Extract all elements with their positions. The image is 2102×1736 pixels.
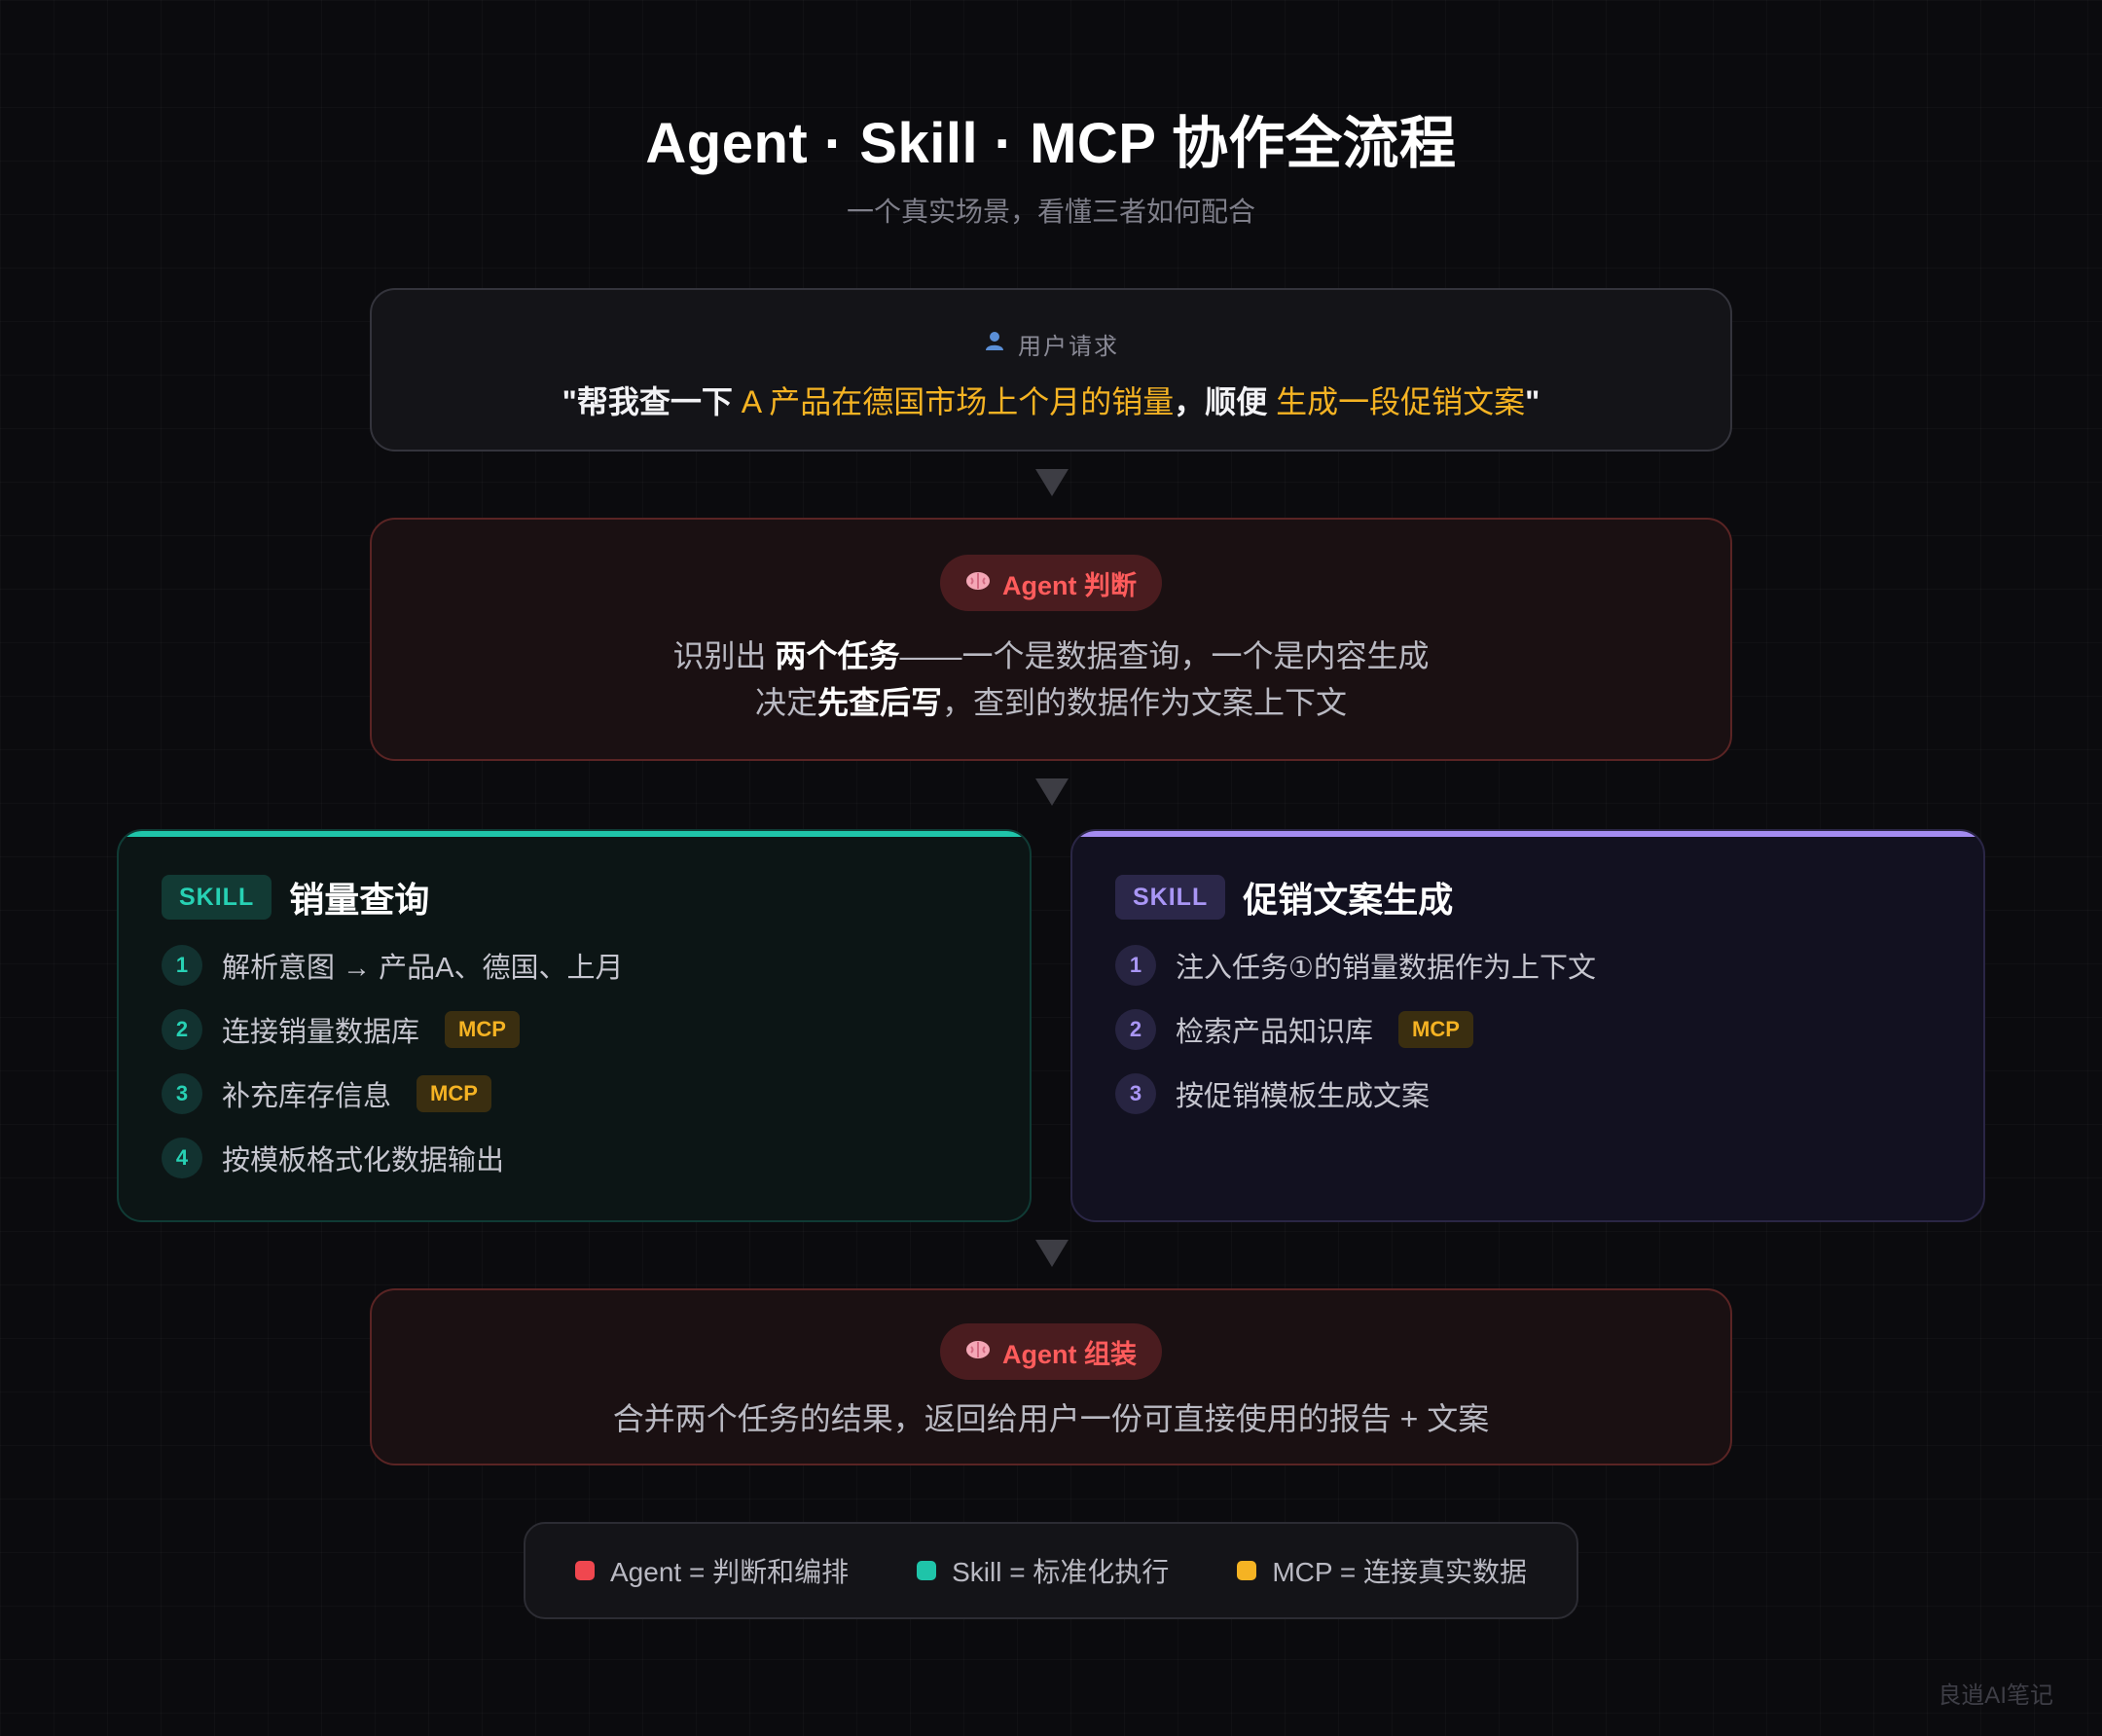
judge-line2-post: ，查到的数据作为文案上下文 (942, 685, 1348, 720)
agent-assemble-label: Agent 组装 (1002, 1339, 1137, 1369)
step-text: 补充库存信息 (222, 1081, 392, 1112)
user-icon (983, 329, 1006, 359)
step-number: 4 (162, 1138, 202, 1178)
skill-copy-steps: 1 注入任务①的销量数据作为上下文 2 检索产品知识库 MCP 3 按促销模板生… (1115, 942, 1596, 1117)
page-title: Agent · Skill · MCP 协作全流程 (645, 112, 1457, 175)
agent-judge-pill: Agent 判断 (940, 555, 1162, 611)
legend-dot-agent (575, 1561, 595, 1580)
flow-arrow-2 (1035, 778, 1069, 806)
skill-copy-tag: SKILL (1115, 875, 1226, 920)
quote-highlight-sales: A 产品在德国市场上个月的销量 (741, 384, 1175, 419)
step-text: 连接销量数据库 (222, 1017, 420, 1048)
step-text: 解析意图 → 产品A、德国、上月 (222, 953, 624, 984)
step-text: 注入任务①的销量数据作为上下文 (1176, 953, 1596, 984)
step-number: 3 (1115, 1073, 1156, 1114)
mcp-badge: MCP (1398, 1011, 1473, 1048)
step-number: 1 (162, 945, 202, 986)
legend-label-mcp: MCP = 连接真实数据 (1272, 1557, 1527, 1587)
legend-item-skill: Skill = 标准化执行 (917, 1551, 1169, 1590)
legend: Agent = 判断和编排 Skill = 标准化执行 MCP = 连接真实数据 (524, 1522, 1578, 1619)
skill-sales-step: 4 按模板格式化数据输出 (162, 1135, 623, 1181)
user-request-quote: "帮我查一下 A 产品在德国市场上个月的销量，顺便 生成一段促销文案" (372, 378, 1730, 422)
skill-copy-accent-bar (1072, 831, 1983, 837)
user-request-label-row: 用户请求 (372, 327, 1730, 361)
agent-assemble-pill: Agent 组装 (940, 1323, 1162, 1380)
agent-judge-box: Agent 判断 识别出 两个任务——一个是数据查询，一个是内容生成 决定先查后… (370, 518, 1732, 761)
quote-close: " (1525, 384, 1540, 419)
step-text: 检索产品知识库 (1176, 1017, 1374, 1048)
skill-copy-step: 2 检索产品知识库 MCP (1115, 1006, 1596, 1053)
skill-sales-header: SKILL 销量查询 (162, 872, 429, 922)
mcp-badge: MCP (417, 1075, 491, 1112)
skill-sales-title: 销量查询 (289, 880, 430, 920)
step-text: 按模板格式化数据输出 (222, 1145, 505, 1176)
step-number: 1 (1115, 945, 1156, 986)
legend-dot-mcp (1237, 1561, 1257, 1580)
agent-judge-line1: 识别出 两个任务——一个是数据查询，一个是内容生成 (372, 633, 1730, 679)
step-number: 2 (162, 1009, 202, 1050)
agent-assemble-box: Agent 组装 合并两个任务的结果，返回给用户一份可直接使用的报告 + 文案 (370, 1288, 1732, 1465)
legend-item-mcp: MCP = 连接真实数据 (1237, 1551, 1527, 1590)
page-subtitle: 一个真实场景，看懂三者如何配合 (846, 197, 1255, 227)
legend-item-agent: Agent = 判断和编排 (575, 1551, 849, 1590)
step-number: 2 (1115, 1009, 1156, 1050)
skill-copy-title: 促销文案生成 (1243, 880, 1454, 920)
brain-icon (965, 1337, 991, 1367)
skill-copy-header: SKILL 促销文案生成 (1115, 872, 1453, 922)
agent-assemble-text: 合并两个任务的结果，返回给用户一份可直接使用的报告 + 文案 (612, 1401, 1490, 1436)
quote-highlight-copy: 生成一段促销文案 (1276, 384, 1526, 419)
skill-sales-steps: 1 解析意图 → 产品A、德国、上月 2 连接销量数据库 MCP 3 补充库存信… (162, 942, 623, 1181)
quote-open: "帮我查一下 (562, 384, 742, 419)
judge-line1-post: ——一个是数据查询，一个是内容生成 (899, 638, 1430, 673)
user-request-box: 用户请求 "帮我查一下 A 产品在德国市场上个月的销量，顺便 生成一段促销文案" (370, 288, 1732, 452)
skill-sales-accent-bar (119, 831, 1030, 837)
judge-line2-pre: 决定 (754, 685, 817, 720)
skill-sales-card: SKILL 销量查询 1 解析意图 → 产品A、德国、上月 2 连接销量数据库 … (117, 829, 1032, 1222)
skill-sales-step: 2 连接销量数据库 MCP (162, 1006, 623, 1053)
flow-arrow-3 (1035, 1240, 1069, 1267)
agent-judge-line2: 决定先查后写，查到的数据作为文案上下文 (372, 679, 1730, 726)
skill-copy-card: SKILL 促销文案生成 1 注入任务①的销量数据作为上下文 2 检索产品知识库… (1070, 829, 1985, 1222)
skill-copy-step: 1 注入任务①的销量数据作为上下文 (1115, 942, 1596, 989)
agent-judge-label: Agent 判断 (1002, 570, 1137, 600)
judge-line2-bold: 先查后写 (816, 685, 942, 720)
skill-sales-tag: SKILL (162, 875, 272, 920)
user-request-label: 用户请求 (1018, 334, 1119, 360)
legend-label-skill: Skill = 标准化执行 (952, 1557, 1170, 1587)
step-number: 3 (162, 1073, 202, 1114)
skill-sales-step: 1 解析意图 → 产品A、德国、上月 (162, 942, 623, 989)
skill-copy-step: 3 按促销模板生成文案 (1115, 1070, 1596, 1117)
brain-icon (965, 568, 991, 598)
step-text: 按促销模板生成文案 (1176, 1081, 1431, 1112)
judge-line1-pre: 识别出 (672, 638, 776, 673)
watermark: 良逍AI笔记 (1938, 1682, 2053, 1709)
legend-dot-skill (917, 1561, 937, 1580)
legend-label-agent: Agent = 判断和编排 (610, 1557, 850, 1587)
skill-sales-step: 3 补充库存信息 MCP (162, 1070, 623, 1117)
mcp-badge: MCP (445, 1011, 520, 1048)
quote-middle: ，顺便 (1174, 384, 1277, 419)
flow-arrow-1 (1035, 469, 1069, 496)
judge-line1-bold: 两个任务 (775, 638, 900, 673)
